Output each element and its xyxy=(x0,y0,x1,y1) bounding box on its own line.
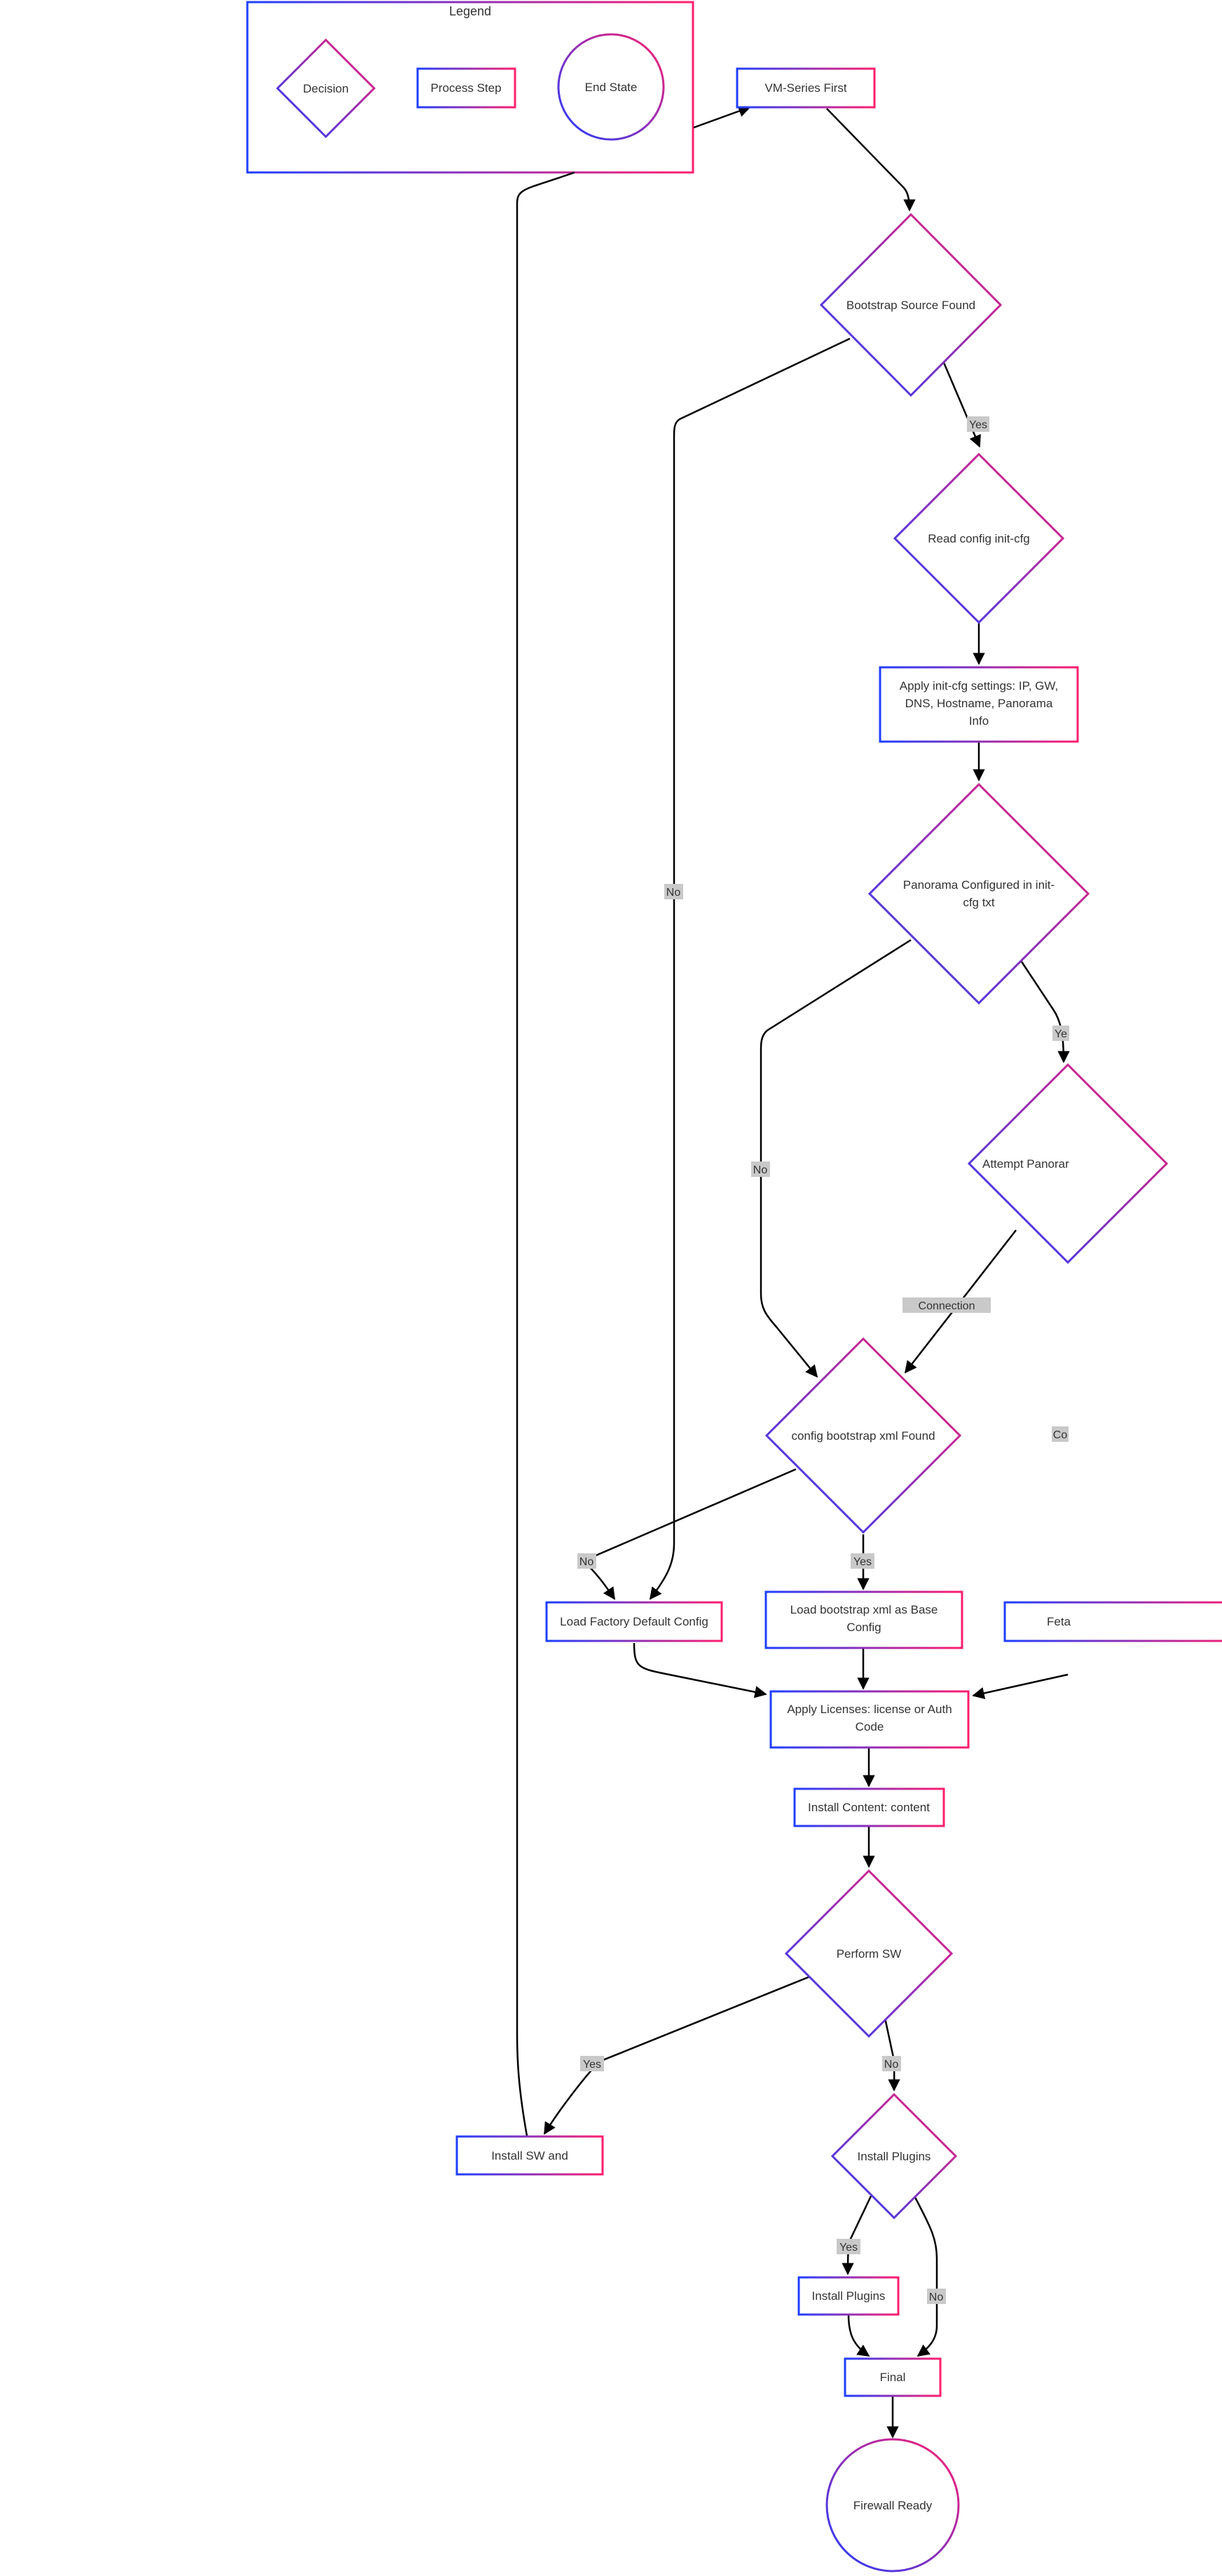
node-apply-licenses-label-1: Apply Licenses: license or Auth xyxy=(787,1703,952,1716)
label-bg-bootstrap-yes xyxy=(967,416,989,432)
node-install-plugins-decision xyxy=(830,2092,958,2220)
node-fetch-partial-label: Feta xyxy=(1047,1615,1071,1628)
node-read-config xyxy=(893,452,1065,625)
edge-bootstrap-yes xyxy=(942,360,981,448)
node-apply-init-cfg xyxy=(879,666,1079,743)
edge-perform-yes xyxy=(543,1975,812,2135)
edge-label-config-yes: Yes xyxy=(853,1556,872,1568)
edge-label-perform-no: No xyxy=(884,2059,899,2071)
node-apply-init-cfg-label-1: Apply init-cfg settings: IP, GW, xyxy=(900,679,1058,693)
node-vm-series-first xyxy=(736,67,876,109)
node-perform-sw xyxy=(784,1869,954,2038)
node-config-bootstrap-found xyxy=(764,1337,962,1534)
edge-label-plugins-yes: Yes xyxy=(839,2242,858,2254)
node-attempt-panorama xyxy=(967,1063,1169,1265)
node-final xyxy=(844,2357,942,2397)
node-load-bootstrap-xml-label-1: Load bootstrap xml as Base xyxy=(790,1603,938,1616)
node-install-plugins-label: Install Plugins xyxy=(812,2289,886,2303)
edge-label-perform-yes: Yes xyxy=(583,2059,601,2071)
label-bg-config-no xyxy=(577,1553,596,1569)
legend-process-label: Process Step xyxy=(430,81,501,95)
edge-label-bootstrap-yes: Yes xyxy=(969,419,987,431)
node-fetch-partial xyxy=(1003,1601,1222,1642)
edge-config-no xyxy=(581,1468,797,1600)
label-bg-bootstrap-no xyxy=(664,884,683,899)
node-bootstrap-source-found-label: Bootstrap Source Found xyxy=(846,299,975,312)
label-bg-perform-yes xyxy=(580,2056,604,2071)
node-apply-licenses xyxy=(769,1690,970,1749)
legend-process-shape xyxy=(416,67,516,109)
node-load-bootstrap-xml-label-2: Config xyxy=(846,1621,881,1634)
edge-label-partial-co: Co xyxy=(1053,1429,1068,1441)
node-attempt-panorama-label: Attempt Panorar xyxy=(982,1157,1069,1171)
nodes: VM-Series First Bootstrap Source Found R… xyxy=(455,67,1222,2572)
node-final-label: Final xyxy=(880,2371,906,2384)
label-bg-plugins-no xyxy=(927,2289,946,2304)
edge-factory-to-licenses xyxy=(633,1642,767,1698)
node-firewall-ready xyxy=(825,2438,960,2572)
node-install-plugins xyxy=(797,2276,900,2316)
node-apply-licenses-label-2: Code xyxy=(856,1720,884,1733)
node-install-sw-and xyxy=(455,2135,604,2176)
edge-perform-no xyxy=(884,2017,900,2092)
label-bg-partial-co xyxy=(1052,1426,1069,1442)
edge-label-panorama-no: No xyxy=(753,1164,768,1176)
legend-decision-shape xyxy=(275,38,376,139)
edge-legend-to-vm-series xyxy=(693,105,751,129)
edge-install-sw-to-legend xyxy=(516,171,575,2137)
edges xyxy=(516,105,1070,2439)
edge-partial-to-licenses xyxy=(972,1673,1069,1700)
legend-decision-label: Decision xyxy=(303,82,348,95)
node-install-sw-and-label: Install SW and xyxy=(491,2149,568,2162)
edge-vm-series-to-bootstrap xyxy=(826,108,916,212)
node-load-factory-default-label: Load Factory Default Config xyxy=(560,1615,708,1628)
node-vm-series-first-label: VM-Series First xyxy=(764,81,846,95)
legend: Legend Decision Process Step End State xyxy=(246,1,694,174)
node-perform-sw-label: Perform SW xyxy=(837,1947,902,1961)
label-bg-config-yes xyxy=(851,1553,874,1569)
edge-bootstrap-no xyxy=(649,337,851,1600)
node-install-content xyxy=(793,1787,945,1827)
node-panorama-configured-label-1: Panorama Configured in init- xyxy=(903,878,1055,892)
node-bootstrap-source-found xyxy=(819,212,1003,397)
edge-plugins-no xyxy=(913,2195,938,2357)
legend-end-shape xyxy=(557,33,665,141)
node-load-factory-default xyxy=(545,1601,723,1642)
edge-panorama-no xyxy=(760,939,912,1378)
label-bg-panorama-no xyxy=(751,1161,770,1177)
node-firewall-ready-label: Firewall Ready xyxy=(853,2499,933,2512)
edge-label-config-no: No xyxy=(579,1556,594,1568)
edge-plugins-yes xyxy=(842,2195,872,2275)
legend-box xyxy=(246,1,694,174)
edge-installplugins-to-final xyxy=(847,2314,870,2357)
legend-title: Legend xyxy=(449,4,491,18)
edge-label-panorama-yes: Ye xyxy=(1055,1028,1067,1040)
edge-panorama-yes xyxy=(1020,961,1070,1063)
label-bg-plugins-yes xyxy=(837,2239,860,2254)
node-install-plugins-decision-label: Install Plugins xyxy=(858,2150,931,2163)
legend-end-label: End State xyxy=(585,81,638,94)
label-bg-panorama-yes xyxy=(1052,1025,1069,1041)
node-read-config-label: Read config init-cfg xyxy=(928,532,1030,545)
edge-label-plugins-no: No xyxy=(929,2291,944,2303)
node-config-bootstrap-found-label: config bootstrap xml Found xyxy=(791,1429,935,1443)
node-apply-init-cfg-label-3: Info xyxy=(969,714,989,728)
edge-label-connection: Connection xyxy=(919,1300,975,1312)
node-panorama-configured xyxy=(867,782,1090,1005)
label-bg-connection xyxy=(902,1297,991,1313)
edge-labels: Yes No Ye No Connection Co No Yes Yes No… xyxy=(577,416,1069,2304)
node-load-bootstrap-xml xyxy=(764,1590,963,1649)
edge-label-bootstrap-no: No xyxy=(666,887,681,899)
node-apply-init-cfg-label-2: DNS, Hostname, Panorama xyxy=(905,697,1053,710)
node-install-content-label: Install Content: content xyxy=(808,1801,930,1814)
node-panorama-configured-label-2: cfg txt xyxy=(963,896,995,909)
label-bg-perform-no xyxy=(882,2056,901,2071)
